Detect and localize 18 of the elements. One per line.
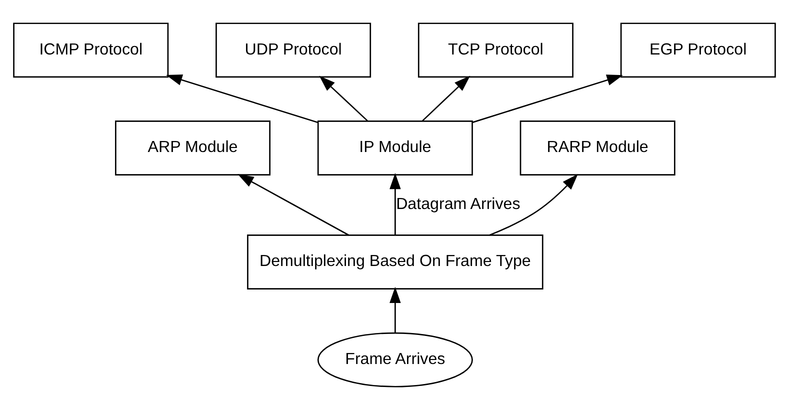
- arrow: [489, 174, 578, 236]
- arrow: [166, 74, 318, 124]
- arrow: [238, 174, 350, 236]
- node-box: EGP Protocol: [620, 22, 776, 78]
- node-box: Demultiplexing Based On Frame Type: [247, 234, 544, 290]
- arrow: [319, 76, 368, 122]
- edge-label: Datagram Arrives: [396, 195, 520, 214]
- node-box: TCP Protocol: [418, 22, 574, 78]
- arrow: [390, 173, 401, 235]
- node-box: RARP Module: [520, 120, 676, 176]
- arrow: [422, 76, 470, 122]
- arrow: [390, 286, 401, 333]
- node-box: IP Module: [317, 120, 473, 176]
- node-box: ICMP Protocol: [13, 22, 169, 78]
- arrow: [472, 74, 623, 124]
- node-box: ARP Module: [115, 120, 270, 176]
- node-ellipse: Frame Arrives: [317, 332, 473, 388]
- node-box: UDP Protocol: [216, 22, 372, 78]
